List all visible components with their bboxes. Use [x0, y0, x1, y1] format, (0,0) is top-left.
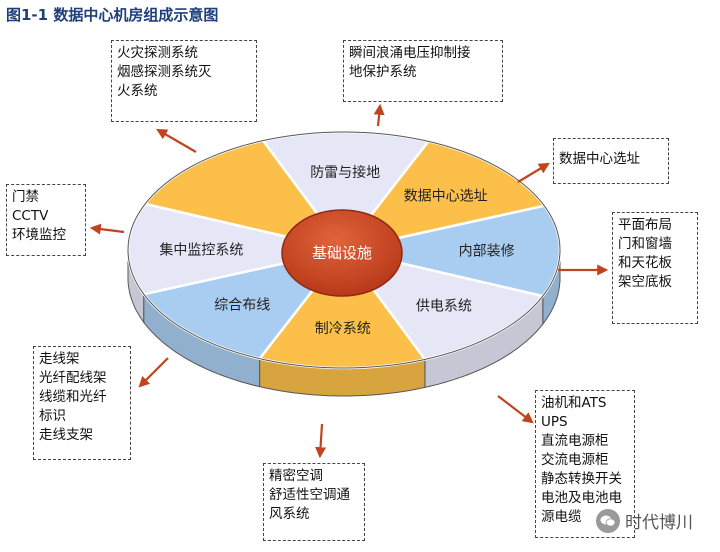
box-line: 和天花板 [618, 255, 672, 271]
pointer-arrow [373, 103, 385, 127]
box-line: 瞬间浪涌电压抑制接 [349, 45, 471, 61]
box-line: 风系统 [269, 506, 310, 522]
box-line: CCTV [12, 208, 49, 224]
box-line: 火灾探测系统 [117, 45, 198, 61]
segment-label: 供电系统 [416, 299, 472, 315]
pointer-arrow [156, 128, 197, 153]
segment-label: 集中监控系统 [159, 241, 243, 258]
box-power: 油机和ATS UPS 直流电源柜 交流电源柜 静态转换开关 电池及电池电 源电缆 [535, 390, 635, 538]
box-line: 舒适性空调通 [269, 487, 350, 503]
segment-label: 数据中心选址 [404, 188, 488, 204]
segment-label: 综合布线 [214, 298, 270, 314]
box-line: 门禁 [12, 189, 39, 205]
box-cooling: 精密空调 舒适性空调通 风系统 [263, 463, 365, 541]
box-line: 交流电源柜 [541, 452, 609, 468]
box-line: 平面布局 [618, 217, 672, 233]
box-line: 油机和ATS [541, 395, 607, 411]
watermark-text: 时代博川 [625, 513, 693, 533]
center-hub: 基础设施 [281, 209, 403, 297]
pointer-arrow [497, 395, 534, 424]
center-label: 基础设施 [312, 244, 372, 262]
segment-label: 制冷系统 [315, 321, 371, 337]
box-cabling: 走线架 光纤配线架 线缆和光纤 标识 走线支架 [33, 346, 131, 460]
box-line: 静态转换开关 [541, 471, 622, 487]
pointer-arrow [89, 223, 125, 235]
box-fire-detection: 火灾探测系统 烟感探测系统灭 火系统 [111, 40, 257, 122]
box-line: 烟感探测系统灭 [117, 64, 212, 80]
box-site-selection: 数据中心选址 [553, 138, 669, 184]
box-line: 地保护系统 [349, 64, 417, 80]
box-line: 直流电源柜 [541, 433, 609, 449]
disk-sides [127, 250, 561, 397]
segment-label: 内部装修 [459, 244, 515, 260]
watermark: 时代博川 [596, 508, 693, 533]
box-monitoring: 门禁 CCTV 环境监控 [6, 184, 86, 256]
box-line: UPS [541, 414, 568, 430]
box-line: 标识 [39, 408, 66, 424]
pointer-arrow [138, 357, 169, 388]
box-line: 架空底板 [618, 274, 672, 290]
box-line: 火系统 [117, 83, 158, 99]
box-line: 线缆和光纤 [39, 389, 107, 405]
arrows [89, 103, 609, 459]
box-line: 数据中心选址 [559, 151, 640, 167]
box-line: 精密空调 [269, 468, 323, 484]
box-line: 走线支架 [39, 427, 93, 443]
box-line: 门和窗墙 [618, 236, 672, 252]
pointer-arrow [315, 423, 327, 459]
wechat-icon [596, 508, 620, 533]
figure-title: 图1-1 数据中心机房组成示意图 [6, 6, 219, 24]
pointer-arrow [517, 162, 550, 183]
disk-rim [127, 131, 561, 369]
box-surge-protection: 瞬间浪涌电压抑制接 地保护系统 [343, 40, 503, 102]
box-line: 走线架 [39, 351, 80, 367]
box-line: 光纤配线架 [39, 370, 107, 386]
box-line: 源电缆 [541, 509, 582, 525]
box-interior: 平面布局 门和窗墙 和天花板 架空底板 [612, 212, 698, 324]
box-line: 电池及电池电 [541, 490, 622, 506]
box-line: 环境监控 [12, 227, 66, 243]
segment-label: 防雷与接地 [310, 164, 380, 181]
